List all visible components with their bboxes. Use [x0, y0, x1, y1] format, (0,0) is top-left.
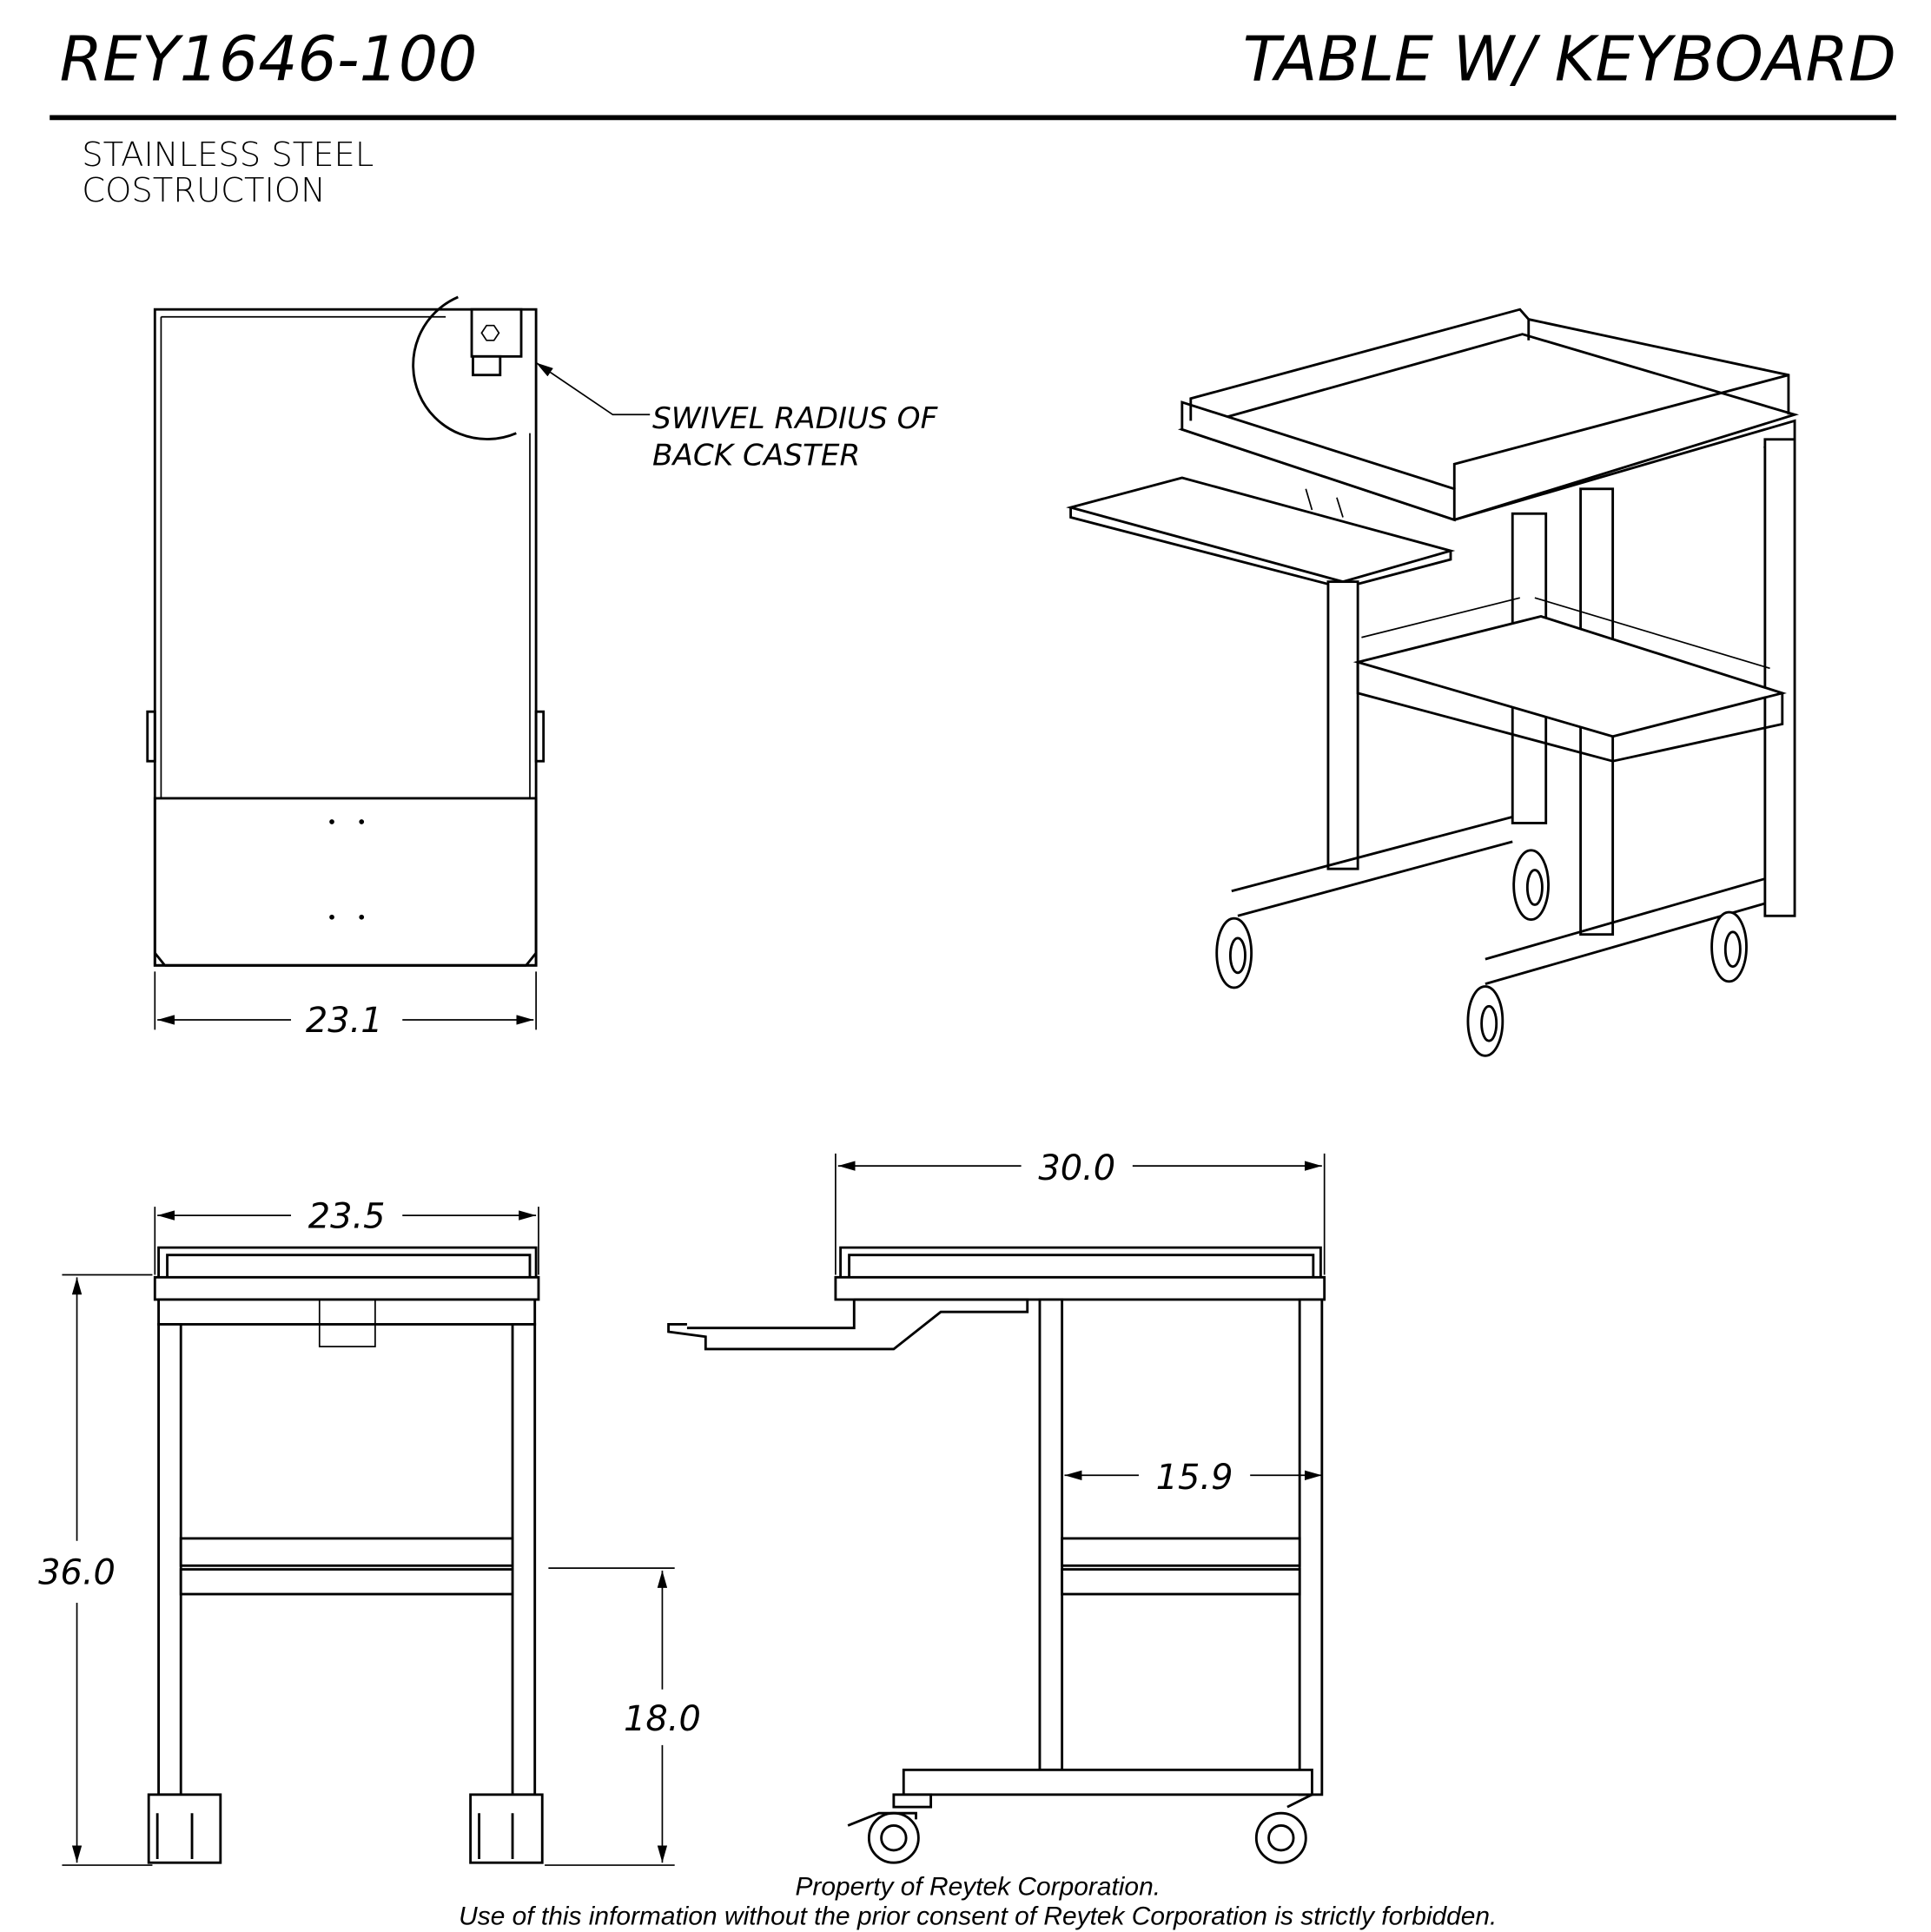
dim-height-label: 36.0 [38, 1553, 116, 1593]
dim-side-depth [835, 1153, 1326, 1275]
dim-front-width-label: 23.5 [308, 1196, 386, 1236]
dim-front-width [154, 1207, 539, 1275]
footer-disclaimer: Use of this information without the prio… [459, 1902, 1497, 1930]
side-view [667, 1246, 1326, 1864]
dim-leg-clearance-label: 15.9 [1156, 1458, 1233, 1498]
front-view [147, 1246, 544, 1864]
callout-line1: SWIVEL RADIUS OF [652, 401, 939, 436]
callout-line2: BACK CASTER [652, 439, 860, 473]
dim-top-width-label: 23.1 [306, 1001, 383, 1041]
callout-leader [535, 361, 651, 416]
drawing-title: TABLE W/ KEYBOARD [1243, 23, 1896, 96]
dim-shelf-height-label: 18.0 [624, 1699, 701, 1739]
material-note-line1: STAINLESS STEEL [82, 136, 374, 175]
footer-property: Property of Reytek Corporation. [795, 1872, 1161, 1901]
dim-height [62, 1274, 153, 1866]
dim-top-width [154, 971, 537, 1030]
caster [1215, 849, 1748, 1057]
isometric-view [1066, 308, 1799, 1057]
part-number: REY1646-100 [60, 23, 478, 96]
top-view [146, 295, 546, 967]
material-note-line2: COSTRUCTION [82, 171, 326, 210]
dim-shelf-height [545, 1567, 675, 1866]
dim-side-depth-label: 30.0 [1038, 1148, 1115, 1188]
